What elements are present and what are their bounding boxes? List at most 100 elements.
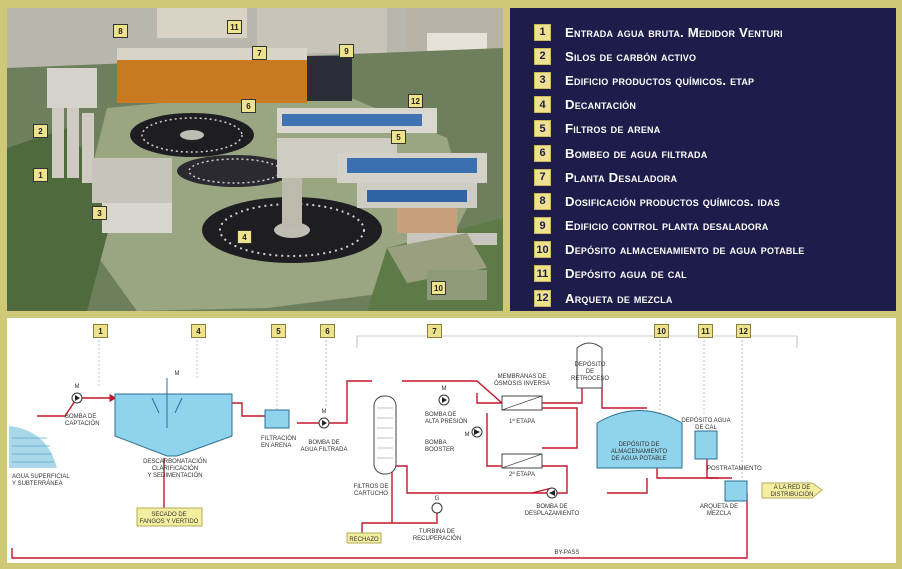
label-bomba-booster: BOOSTER	[425, 447, 455, 453]
label-secado: SECADO DE	[151, 512, 186, 518]
legend-item: 1 Entrada agua bruta. Medidor Venturi	[534, 20, 896, 44]
diagram-marker: 12	[736, 324, 751, 338]
legend-number-badge: 10	[534, 241, 551, 259]
diagram-marker: 1	[93, 324, 108, 338]
label-bomba-desplazamiento: DESPLAZAMIENTO	[525, 511, 580, 517]
legend-item: 11 Depósito agua de cal	[534, 262, 896, 286]
label-etapa-1: 1ª ETAPA	[509, 418, 535, 425]
photo-marker: 10	[431, 281, 446, 295]
legend-item: 2 Silos de carbón activo	[534, 44, 896, 68]
legend-number-badge: 6	[534, 144, 551, 162]
label-deposito-cal: DEPÓSITO AGUA	[681, 417, 730, 424]
legend-item-label: Edificio control planta desaladora	[565, 218, 769, 234]
label-decantacion: Y SEDIMENTACIÓN	[147, 472, 202, 479]
label-bypass: BY-PASS	[554, 550, 579, 556]
label-membranas: ÓSMOSIS INVERSA	[494, 380, 550, 387]
legend-number-badge: 9	[534, 217, 551, 235]
legend-item-label: Planta Desaladora	[565, 169, 678, 185]
legend-item: 10 Depósito almacenamiento de agua potabl…	[534, 238, 896, 262]
photo-marker: 5	[391, 130, 406, 144]
photo-marker: 4	[237, 230, 252, 244]
pump-letter: M	[442, 386, 447, 392]
label-bomba-alta: BOMBA DE	[425, 412, 456, 418]
label-filtros-cartucho: FILTROS DE	[354, 484, 389, 490]
label-deposito-retroceso: DE	[586, 369, 594, 375]
storage-tank	[596, 410, 683, 469]
turbine-icon	[431, 502, 443, 514]
diagram-marker: 10	[654, 324, 669, 338]
label-filtros-cartucho: CARTUCHO	[354, 491, 388, 497]
photo-marker: 12	[408, 94, 423, 108]
label-rechazo: RECHAZO	[349, 537, 379, 543]
legend-item-label: Filtros de arena	[565, 121, 661, 137]
label-deposito-retroceso: DEPÓSITO	[575, 361, 606, 368]
legend-number-badge: 5	[534, 120, 551, 138]
label-bomba-captacion: BOMBA DE	[65, 414, 96, 420]
label-deposito-almacenamiento: DE AGUA POTABLE	[611, 456, 666, 462]
backwash-tank	[576, 342, 603, 389]
pump-letter: G	[435, 496, 440, 502]
distribution-arrow	[761, 482, 823, 499]
photo-marker: 2	[33, 124, 48, 138]
label-bomba-desplazamiento: BOMBA DE	[536, 504, 567, 510]
diagram-marker: 7	[427, 324, 442, 338]
legend-item-label: Entrada agua bruta. Medidor Venturi	[565, 24, 783, 40]
pump-letter: M	[75, 384, 80, 390]
label-deposito-almacenamiento: ALMACENAMIENTO	[611, 449, 668, 455]
legend-number-badge: 1	[534, 23, 551, 41]
legend-panel: 1 Entrada agua bruta. Medidor Venturi 2 Sil…	[510, 8, 896, 311]
legend-number-badge: 7	[534, 168, 551, 186]
label-turbina: RECUPERACIÓN	[413, 535, 461, 542]
legend-item: 6 Bombeo de agua filtrada	[534, 141, 896, 165]
legend-number-badge: 2	[534, 47, 551, 65]
pump-letter: M	[322, 409, 327, 415]
label-arqueta: ARQUETA DE	[700, 504, 738, 510]
photo-marker: 6	[241, 99, 256, 113]
photo-marker: 11	[227, 20, 242, 34]
label-deposito-cal: DE CAL	[695, 425, 717, 431]
decantation-tank	[114, 378, 233, 457]
label-bomba-filtrada: BOMBA DE	[308, 440, 339, 446]
legend-item: 4 Decantación	[534, 93, 896, 117]
legend-number-badge: 12	[534, 289, 551, 307]
marker-leaders	[98, 336, 743, 478]
legend-item-label: Bombeo de agua filtrada	[565, 145, 708, 161]
secado-box	[136, 507, 203, 527]
label-filtracion: FILTRACIÓN	[261, 435, 296, 442]
photo-marker: 1	[33, 168, 48, 182]
legend-item-label: Dosificación productos químicos. idas	[565, 193, 780, 209]
label-filtracion: EN ARENA	[261, 443, 291, 449]
label-decantacion: CLARIFICACIÓN	[152, 465, 198, 472]
legend-item-label: Depósito agua de cal	[565, 266, 687, 282]
label-bomba-alta: ALTA PRESIÓN	[425, 418, 467, 425]
cartridge-filter	[373, 395, 397, 475]
legend-number-badge: 11	[534, 265, 551, 283]
label-red: DISTRIBUCIÓN	[770, 491, 813, 498]
diagram-marker: 6	[320, 324, 335, 338]
label-agua: Y SUBTERRÁNEA	[12, 480, 63, 487]
photo-marker: 9	[339, 44, 354, 58]
legend-item: 7 Planta Desaladora	[534, 165, 896, 189]
photo-marker: 8	[113, 24, 128, 38]
label-postratamiento: POSTRATAMIENTO	[707, 466, 762, 472]
legend-number-badge: 4	[534, 96, 551, 114]
label-arqueta: MEZCLA	[707, 511, 731, 517]
label-membranas: MEMBRANAS DE	[498, 374, 547, 380]
diagram-marker: 11	[698, 324, 713, 338]
rechazo-box	[346, 532, 382, 544]
label-secado: FANGOS Y VERTIDO	[140, 519, 199, 525]
mixing-chamber	[724, 480, 748, 502]
legend-item-label: Depósito almacenamiento de agua potable	[565, 242, 805, 258]
legend-item-label: Silos de carbón activo	[565, 48, 697, 64]
diagram-marker: 4	[191, 324, 206, 338]
label-etapa-2: 2ª ETAPA	[509, 471, 535, 478]
legend-item: 9 Edificio control planta desaladora	[534, 214, 896, 238]
lime-tank	[694, 430, 718, 460]
legend-number-badge: 3	[534, 71, 551, 89]
label-decantacion: DESCARBONATACIÓN	[143, 458, 207, 465]
legend-item-label: Decantación	[565, 97, 637, 113]
